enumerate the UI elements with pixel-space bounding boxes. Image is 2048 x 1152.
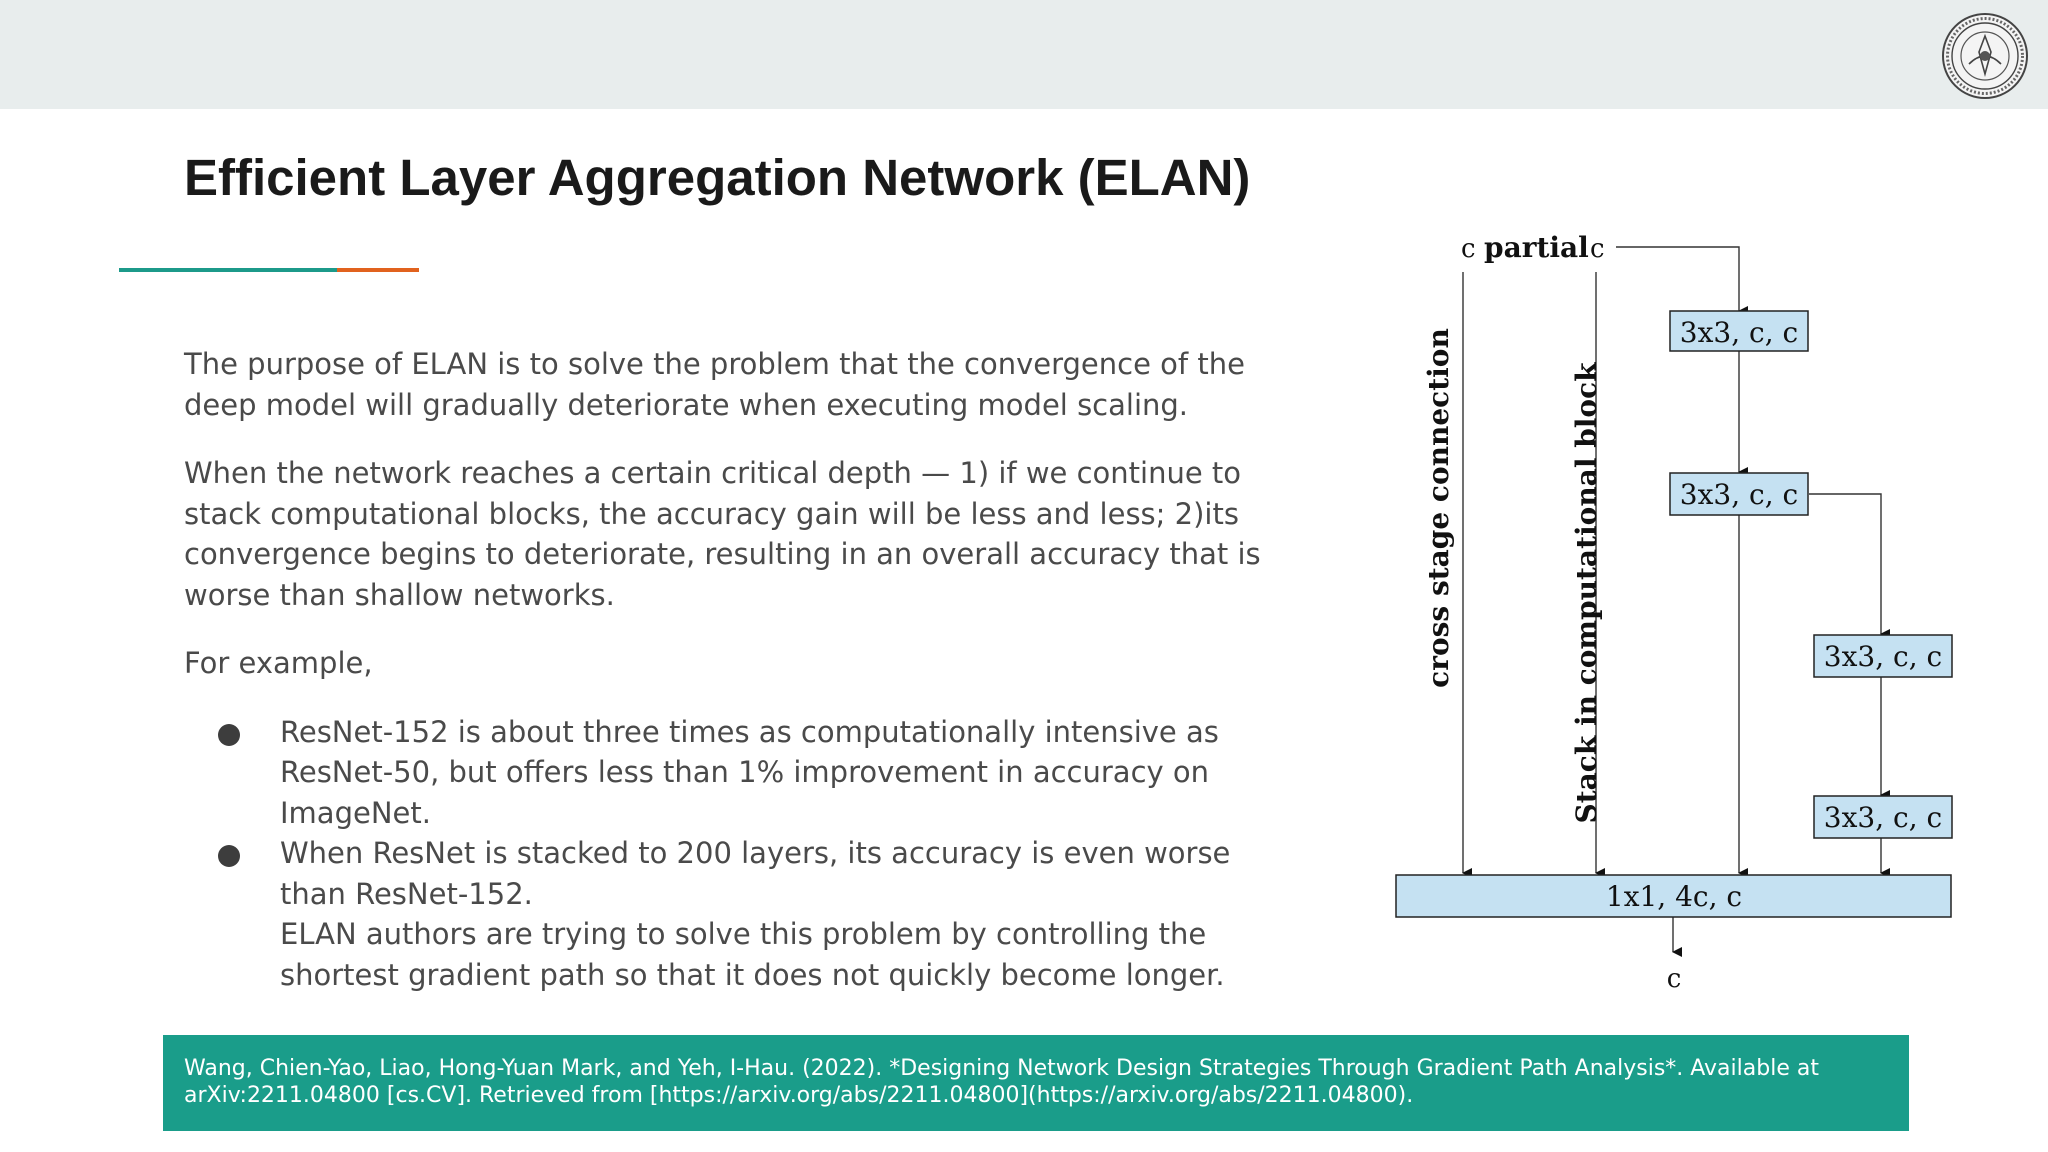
conv-block-3: 3x3, c, c bbox=[1813, 634, 1953, 678]
list-item: When ResNet is stacked to 200 layers, it… bbox=[184, 833, 1304, 914]
conv-block-label: 3x3, c, c bbox=[1680, 316, 1798, 349]
diagram-partial-label: partial bbox=[1484, 231, 1589, 264]
citation-box: Wang, Chien-Yao, Liao, Hong-Yuan Mark, a… bbox=[163, 1035, 1909, 1131]
merge-block: 1x1, 4c, c bbox=[1395, 874, 1952, 918]
stack-computational-block-label: Stack in computational block bbox=[1570, 362, 1603, 824]
slide-body: The purpose of ELAN is to solve the prob… bbox=[184, 344, 1304, 995]
conv-block-4: 3x3, c, c bbox=[1813, 795, 1953, 839]
bullet-icon bbox=[218, 723, 240, 746]
example-list: ResNet-152 is about three times as compu… bbox=[184, 712, 1304, 915]
merge-block-label: 1x1, 4c, c bbox=[1606, 880, 1742, 913]
diagram-top-right-label: c bbox=[1590, 234, 1605, 264]
title-accent-teal bbox=[119, 268, 337, 272]
conv-block-label: 3x3, c, c bbox=[1824, 640, 1942, 673]
slide-title: Efficient Layer Aggregation Network (ELA… bbox=[184, 149, 1251, 206]
diagram-output-label: c bbox=[1667, 964, 1682, 994]
conv-block-2: 3x3, c, c bbox=[1669, 472, 1809, 516]
conv-block-label: 3x3, c, c bbox=[1680, 478, 1798, 511]
bullet-text: ResNet-152 is about three times as compu… bbox=[280, 714, 1219, 830]
paragraph-critical-depth: When the network reaches a certain criti… bbox=[184, 456, 1261, 612]
paragraph-example-intro: For example, bbox=[184, 646, 373, 680]
bullet-text: When ResNet is stacked to 200 layers, it… bbox=[280, 836, 1231, 911]
citation-text: Wang, Chien-Yao, Liao, Hong-Yuan Mark, a… bbox=[184, 1056, 1819, 1108]
elan-architecture-diagram: c partial c 3x3, c, c 3x3, c, c 3x3, c, … bbox=[1395, 231, 1953, 994]
paragraph-purpose: The purpose of ELAN is to solve the prob… bbox=[184, 347, 1245, 422]
top-bar bbox=[0, 0, 2048, 109]
diagram-top-left-label: c bbox=[1461, 234, 1476, 264]
conv-block-1: 3x3, c, c bbox=[1669, 310, 1809, 352]
diagram-connections bbox=[1462, 246, 1890, 957]
elan-conclusion: ELAN authors are trying to solve this pr… bbox=[280, 917, 1225, 992]
institute-seal-icon bbox=[1942, 13, 2028, 99]
bullet-icon bbox=[218, 845, 240, 867]
title-accent-orange bbox=[337, 268, 419, 272]
conv-block-label: 3x3, c, c bbox=[1824, 801, 1942, 834]
cross-stage-connection-label: cross stage connection bbox=[1422, 328, 1455, 688]
list-item: ResNet-152 is about three times as compu… bbox=[184, 712, 1304, 834]
